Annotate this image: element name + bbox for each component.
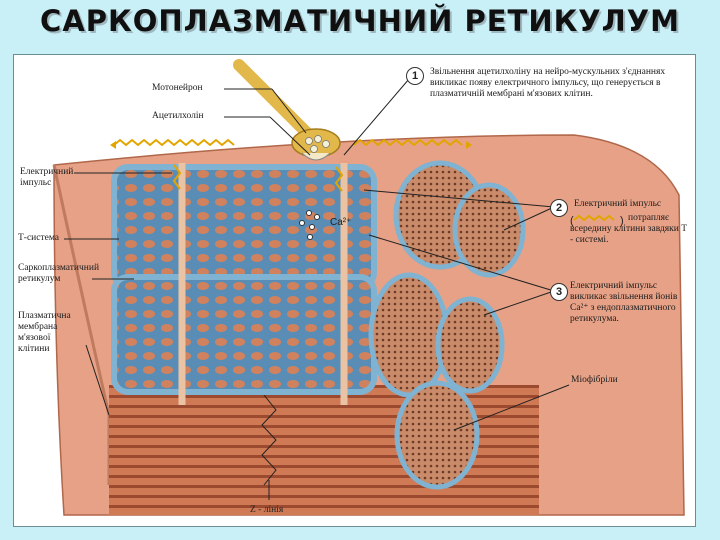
label-plasma-membrane: Плазматична мембрана м'язової клітини xyxy=(18,311,71,354)
label-z-line: Z - лінія xyxy=(250,505,284,515)
impulse-arrow-right xyxy=(466,141,472,149)
label-motoneuron: Мотонейрон xyxy=(152,83,203,93)
impulse-arrow-left xyxy=(110,141,116,149)
muscle-cell-left-edge xyxy=(52,164,111,485)
impulse-into-t-right xyxy=(334,166,344,192)
leader-lines xyxy=(64,78,570,500)
impulse-wave-left xyxy=(113,138,235,147)
synaptic-terminal xyxy=(291,128,341,158)
step-2-text-after: потрапляє всередину клітини завдяки Т - … xyxy=(570,213,688,245)
label-sarcoplasmic-reticulum: Саркоплазматичний ретикулум xyxy=(18,263,100,284)
step-3-marker: 3 xyxy=(550,283,568,301)
page-title: САРКОПЛАЗМАТИЧНИЙ РЕТИКУЛУМ xyxy=(40,4,680,38)
myofibril-5 xyxy=(394,380,480,490)
motoneuron-axon xyxy=(233,59,315,141)
step-2-impulse-icon: ( ) xyxy=(570,214,624,227)
label-ca: Ca²⁺ xyxy=(330,217,352,228)
myofibril-2 xyxy=(452,182,526,278)
acetylcholine-release xyxy=(301,152,331,161)
diagram-panel: Мотонейрон Ацетилхолін Електричний імпул… xyxy=(13,54,696,527)
step-1-marker: 1 xyxy=(406,67,424,85)
impulse-into-t-left xyxy=(172,164,182,190)
svg-text:): ) xyxy=(620,215,624,227)
label-acetylcholine: Ацетилхолін xyxy=(152,111,204,121)
step-2-marker: 2 xyxy=(550,199,568,217)
step-2-text-before: Електричний імпульс xyxy=(574,199,662,209)
z-line-path xyxy=(261,394,277,486)
muscle-diagram xyxy=(52,59,685,516)
label-electric-impulse: Електричний імпульс xyxy=(20,167,74,188)
svg-text:(: ( xyxy=(570,215,574,227)
impulse-wave-right xyxy=(353,138,463,147)
label-myofibrils: Міофібріли xyxy=(571,375,618,385)
label-t-system: Т-система xyxy=(18,233,60,243)
reticulum-block-lower xyxy=(111,274,377,395)
myofibril-3 xyxy=(368,272,450,398)
step-1-text: Звільнення ацетилхоліну на нейро-мускуль… xyxy=(430,67,666,99)
myofibril-4 xyxy=(435,296,505,394)
step-3-text: Електричний імпульс викликає звільнення … xyxy=(570,281,678,324)
